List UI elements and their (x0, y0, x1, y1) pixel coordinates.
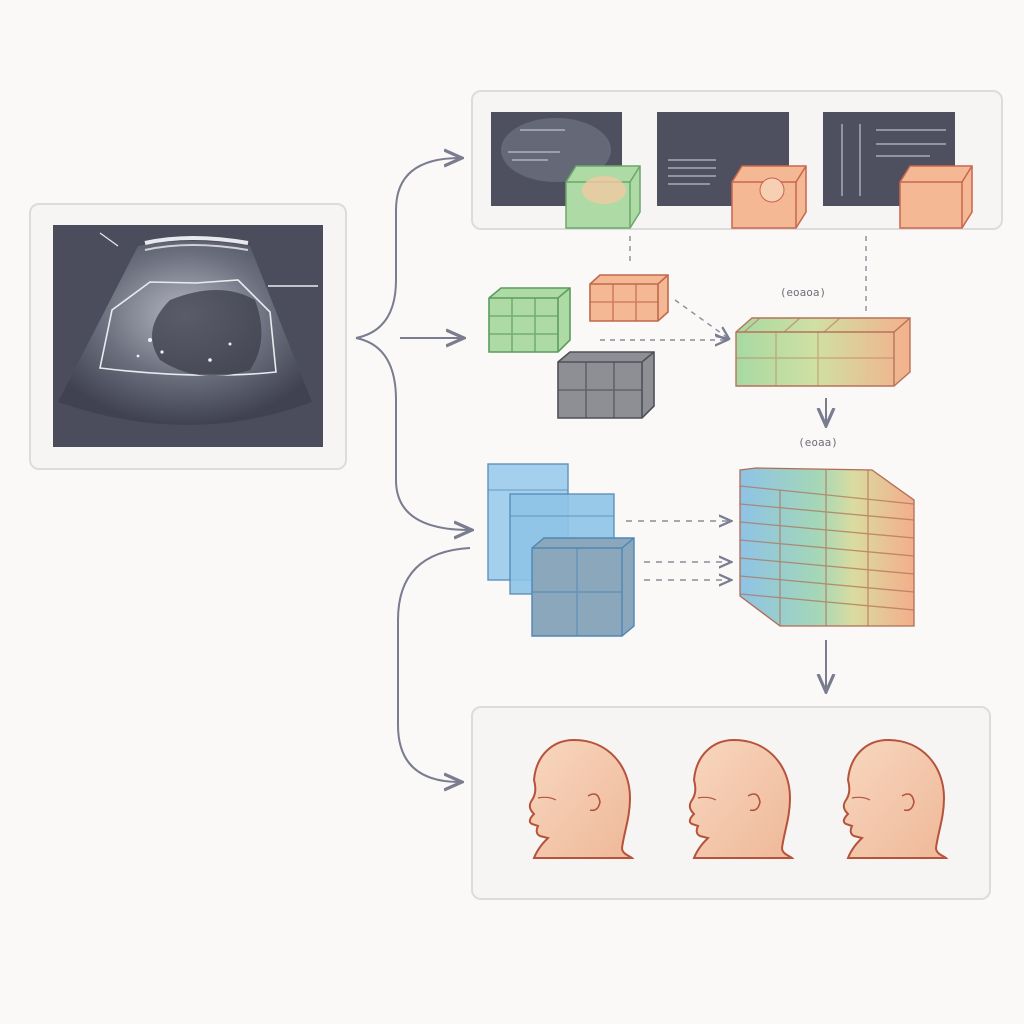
head-profile-icon (842, 738, 949, 859)
orange-grid-cube-icon (589, 274, 669, 322)
scan-thumbnail-icon (491, 112, 622, 206)
green-patch-cube-icon (565, 165, 641, 229)
lower-dashed-connectors (626, 521, 730, 580)
lower-annotation-label: (eoaa) (798, 436, 838, 449)
fused-feature-block-icon (735, 317, 911, 387)
layered-feature-block-icon (739, 467, 915, 627)
green-grid-cube-icon (488, 287, 571, 353)
branch-connector (355, 158, 470, 782)
head-profile-icon (528, 738, 635, 859)
gray-grid-cube-icon (557, 351, 655, 419)
orange-patch-cube-icon (731, 165, 807, 229)
orange-patch-cube-icon (899, 165, 973, 229)
head-profile-icon (688, 738, 795, 859)
ultrasound-scan-icon (53, 225, 323, 447)
middle-annotation-label: (eoaoa) (780, 286, 826, 299)
middle-dashed-connectors (600, 236, 867, 340)
blue-slice-stack-icon (487, 463, 635, 637)
